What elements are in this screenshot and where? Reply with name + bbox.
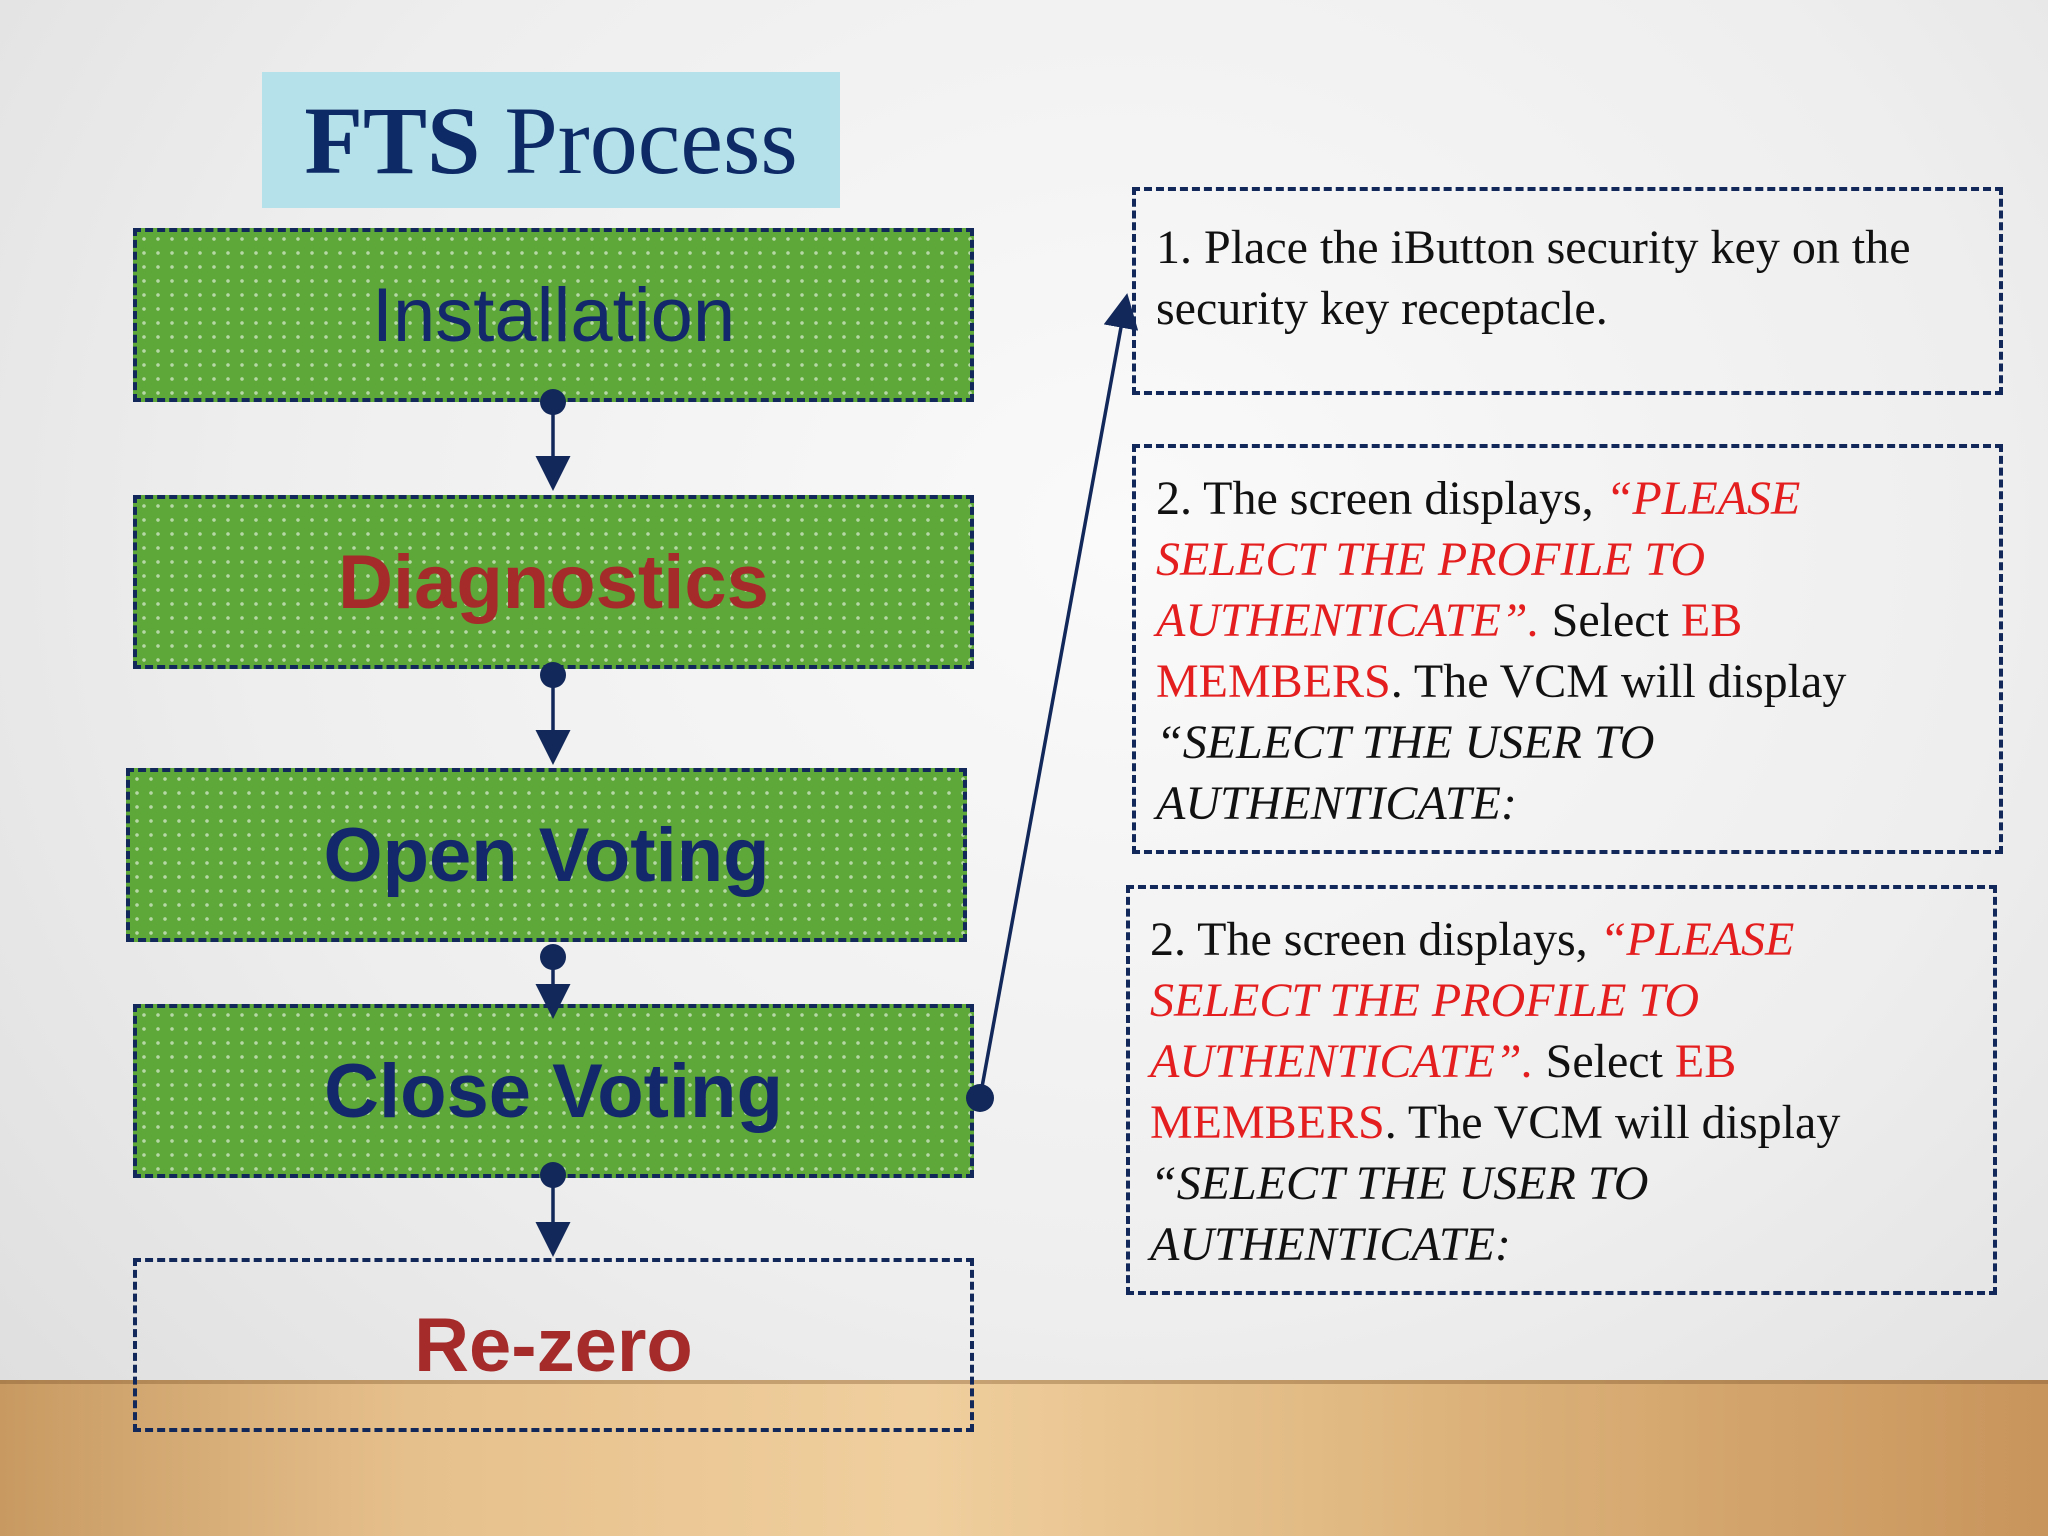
note-profile-2-vcm: . The VCM will display [1384, 1096, 1841, 1149]
step-diagnostics: Diagnostics [133, 495, 974, 669]
step-close-voting-label: Close Voting [324, 1048, 783, 1134]
note-profile-1-eb-members: EB MEMBERS [1156, 594, 1743, 708]
step-re-zero-label: Re-zero [414, 1302, 693, 1388]
note-profile-1-prefix: 2. The screen displays, [1156, 472, 1594, 525]
note-profile-2-select: Select [1545, 1035, 1663, 1088]
title-bold: FTS [304, 86, 481, 194]
connector-open-voting-close-voting [535, 944, 571, 1019]
note-profile-2-quote: “PLEASE SELECT THE PROFILE TO AUTHENTICA… [1150, 913, 1795, 1088]
step-installation: Installation [133, 228, 974, 402]
step-installation-label: Installation [371, 272, 736, 358]
step-diagnostics-label: Diagnostics [338, 539, 769, 625]
note-profile-1-text: 2. The screen displays, “PLEASE SELECT T… [1156, 468, 1979, 834]
page-title: FTS Process [262, 72, 840, 208]
note-profile-1-user-quote: “SELECT THE USER TO AUTHENTICATE: [1156, 716, 1655, 830]
title-rest: Process [504, 86, 798, 194]
connector-close-voting-note [966, 293, 1139, 1112]
note-profile-2-eb-members: EB MEMBERS [1150, 1035, 1737, 1149]
note-ibutton-text: 1. Place the iButton security key on the… [1156, 221, 1911, 335]
note-ibutton: 1. Place the iButton security key on the… [1132, 187, 2003, 395]
connector-diagnostics-open-voting [535, 662, 571, 765]
note-profile-2-user-quote: “SELECT THE USER TO AUTHENTICATE: [1150, 1157, 1649, 1271]
note-profile-1-select: Select [1551, 594, 1669, 647]
note-profile-1-quote: “PLEASE SELECT THE PROFILE TO AUTHENTICA… [1156, 472, 1801, 647]
connector-installation-diagnostics [535, 389, 571, 491]
note-profile-2-prefix: 2. The screen displays, [1150, 913, 1588, 966]
connector-close-voting-re-zero [535, 1162, 571, 1257]
note-profile-2: 2. The screen displays, “PLEASE SELECT T… [1126, 885, 1997, 1295]
step-open-voting: Open Voting [126, 768, 967, 942]
note-profile-1: 2. The screen displays, “PLEASE SELECT T… [1132, 444, 2003, 854]
note-profile-1-vcm: . The VCM will display [1390, 655, 1847, 708]
step-re-zero: Re-zero [133, 1258, 974, 1432]
step-close-voting: Close Voting [133, 1004, 974, 1178]
step-open-voting-label: Open Voting [323, 812, 770, 898]
wood-floor-background [0, 1380, 2048, 1536]
note-profile-2-text: 2. The screen displays, “PLEASE SELECT T… [1150, 909, 1973, 1275]
